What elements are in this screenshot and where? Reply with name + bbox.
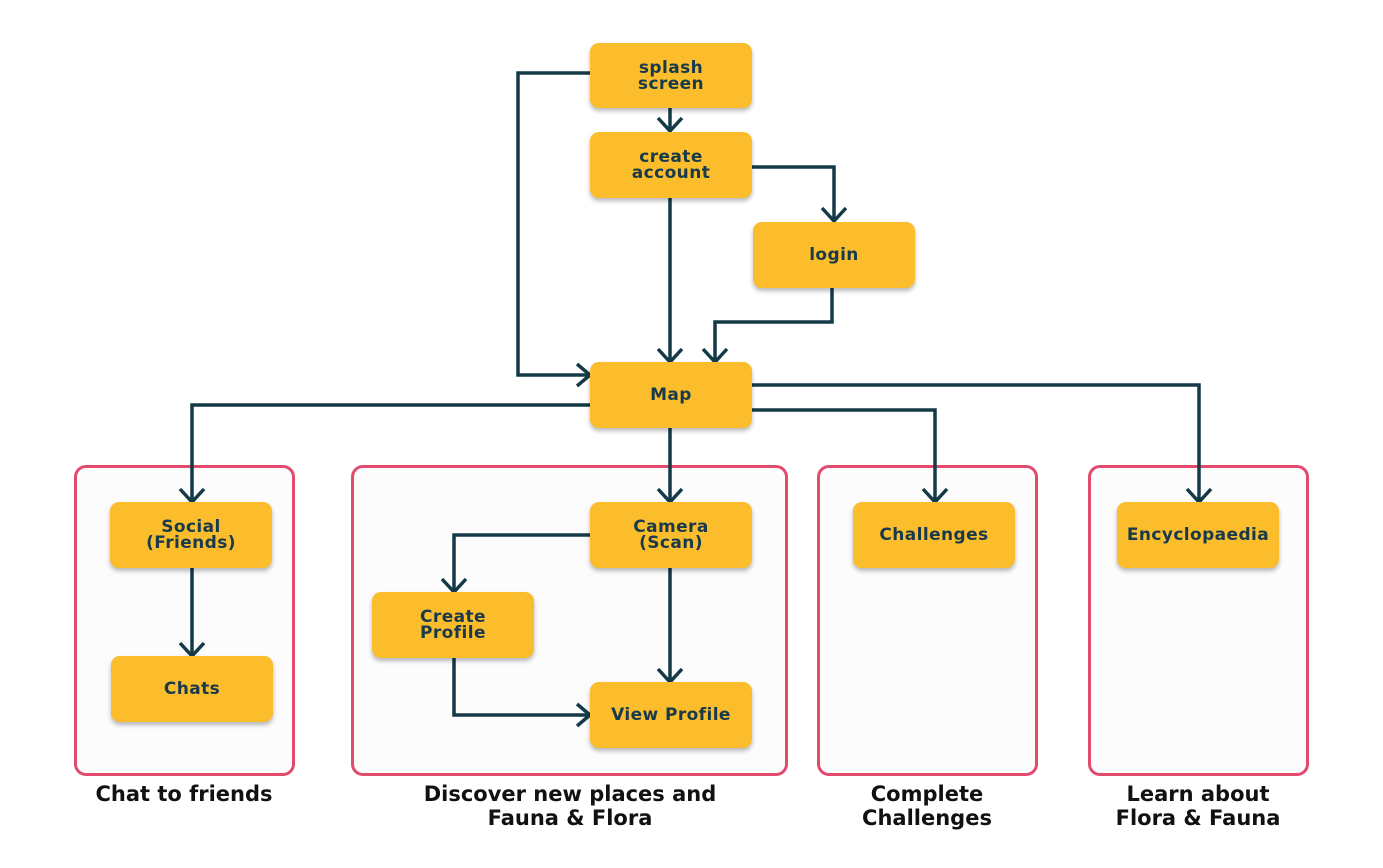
caption-learn: Learn about Flora & Fauna: [1115, 782, 1281, 830]
arrowhead: [656, 116, 684, 134]
arrow-create-profile-to-view-profile: [452, 658, 589, 717]
node-map: Map: [590, 362, 752, 428]
node-encyclopaedia: Encyclopaedia: [1117, 502, 1279, 568]
arrow-map-to-challenges: [752, 408, 937, 502]
arrow-camera-to-create-profile: [452, 533, 590, 592]
node-create-account: create account: [590, 132, 752, 198]
arrow-create-account-to-login: [752, 165, 836, 221]
arrow-splash-to-map: [516, 71, 590, 377]
arrowhead: [820, 206, 848, 224]
node-create-profile: Create Profile: [372, 592, 534, 658]
node-camera-scan: Camera (Scan): [590, 502, 752, 568]
arrow-map-to-encyclopaedia: [752, 383, 1201, 502]
node-chats: Chats: [111, 656, 273, 722]
arrow-map-to-social: [190, 403, 590, 502]
caption-complete-challenges: Complete Challenges: [862, 782, 992, 830]
caption-chat-to-friends: Chat to friends: [95, 782, 273, 806]
node-splash-screen: splash screen: [590, 43, 752, 108]
node-challenges: Challenges: [853, 502, 1015, 568]
arrow-login-to-map: [713, 288, 834, 362]
node-view-profile: View Profile: [590, 682, 752, 748]
node-social-friends: Social (Friends): [110, 502, 272, 568]
caption-discover: Discover new places and Fauna & Flora: [423, 782, 717, 830]
node-login: login: [753, 222, 915, 288]
